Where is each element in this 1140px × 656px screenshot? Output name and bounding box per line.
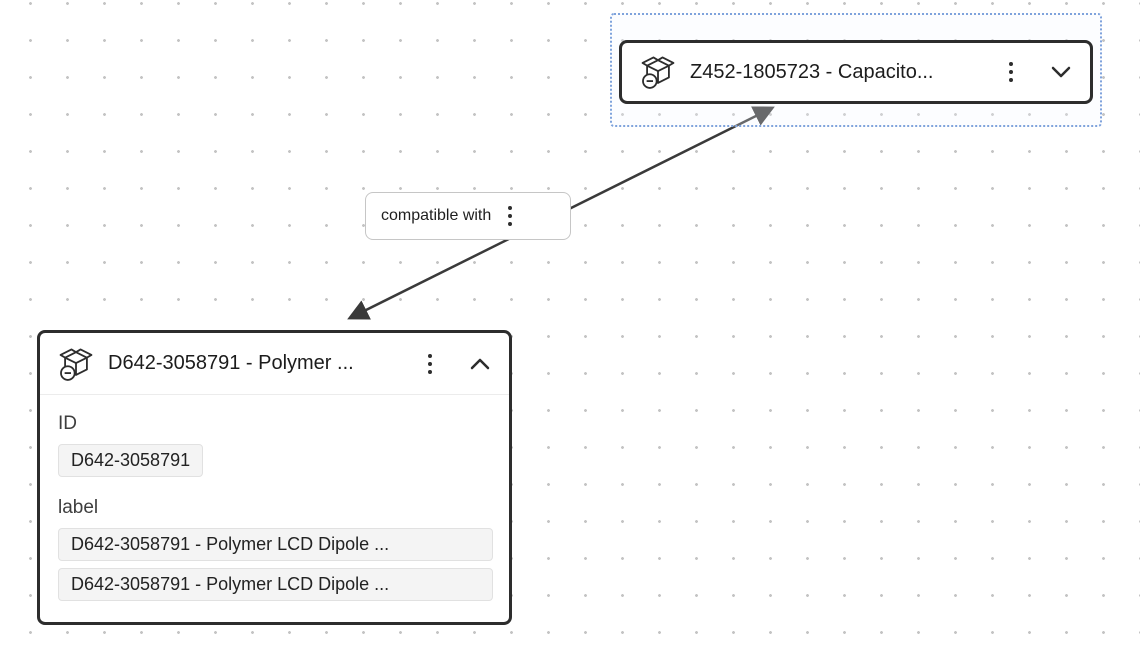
field-label-label: label: [58, 497, 99, 518]
edge-label[interactable]: compatible with: [365, 192, 571, 240]
node-card-collapsed[interactable]: Z452-1805723 - Capacito...: [619, 40, 1093, 104]
node-title: D642-3058791 - Polymer ...: [108, 352, 354, 374]
chevron-down-icon[interactable]: [1048, 59, 1074, 85]
kebab-menu-icon[interactable]: [427, 352, 433, 376]
package-icon: [59, 348, 93, 381]
kebab-menu-icon[interactable]: [1008, 60, 1014, 84]
field-value-label-2[interactable]: D642-3058791 - Polymer LCD Dipole ...: [58, 568, 493, 601]
edge-label-text: compatible with: [381, 207, 492, 224]
node-title: Z452-1805723 - Capacito...: [690, 60, 934, 83]
node-header[interactable]: D642-3058791 - Polymer ...: [40, 333, 509, 395]
package-icon: [641, 56, 675, 89]
node-selection-outline: Z452-1805723 - Capacito...: [610, 13, 1102, 127]
node-card-expanded[interactable]: D642-3058791 - Polymer ... ID D642-30587…: [37, 330, 512, 625]
kebab-menu-icon[interactable]: [507, 204, 513, 228]
field-value-label-1[interactable]: D642-3058791 - Polymer LCD Dipole ...: [58, 528, 493, 561]
node-body: ID D642-3058791 label D642-3058791 - Pol…: [40, 395, 509, 622]
field-value-id[interactable]: D642-3058791: [58, 444, 204, 477]
chevron-up-icon[interactable]: [467, 351, 493, 377]
field-label-id: ID: [58, 413, 77, 434]
